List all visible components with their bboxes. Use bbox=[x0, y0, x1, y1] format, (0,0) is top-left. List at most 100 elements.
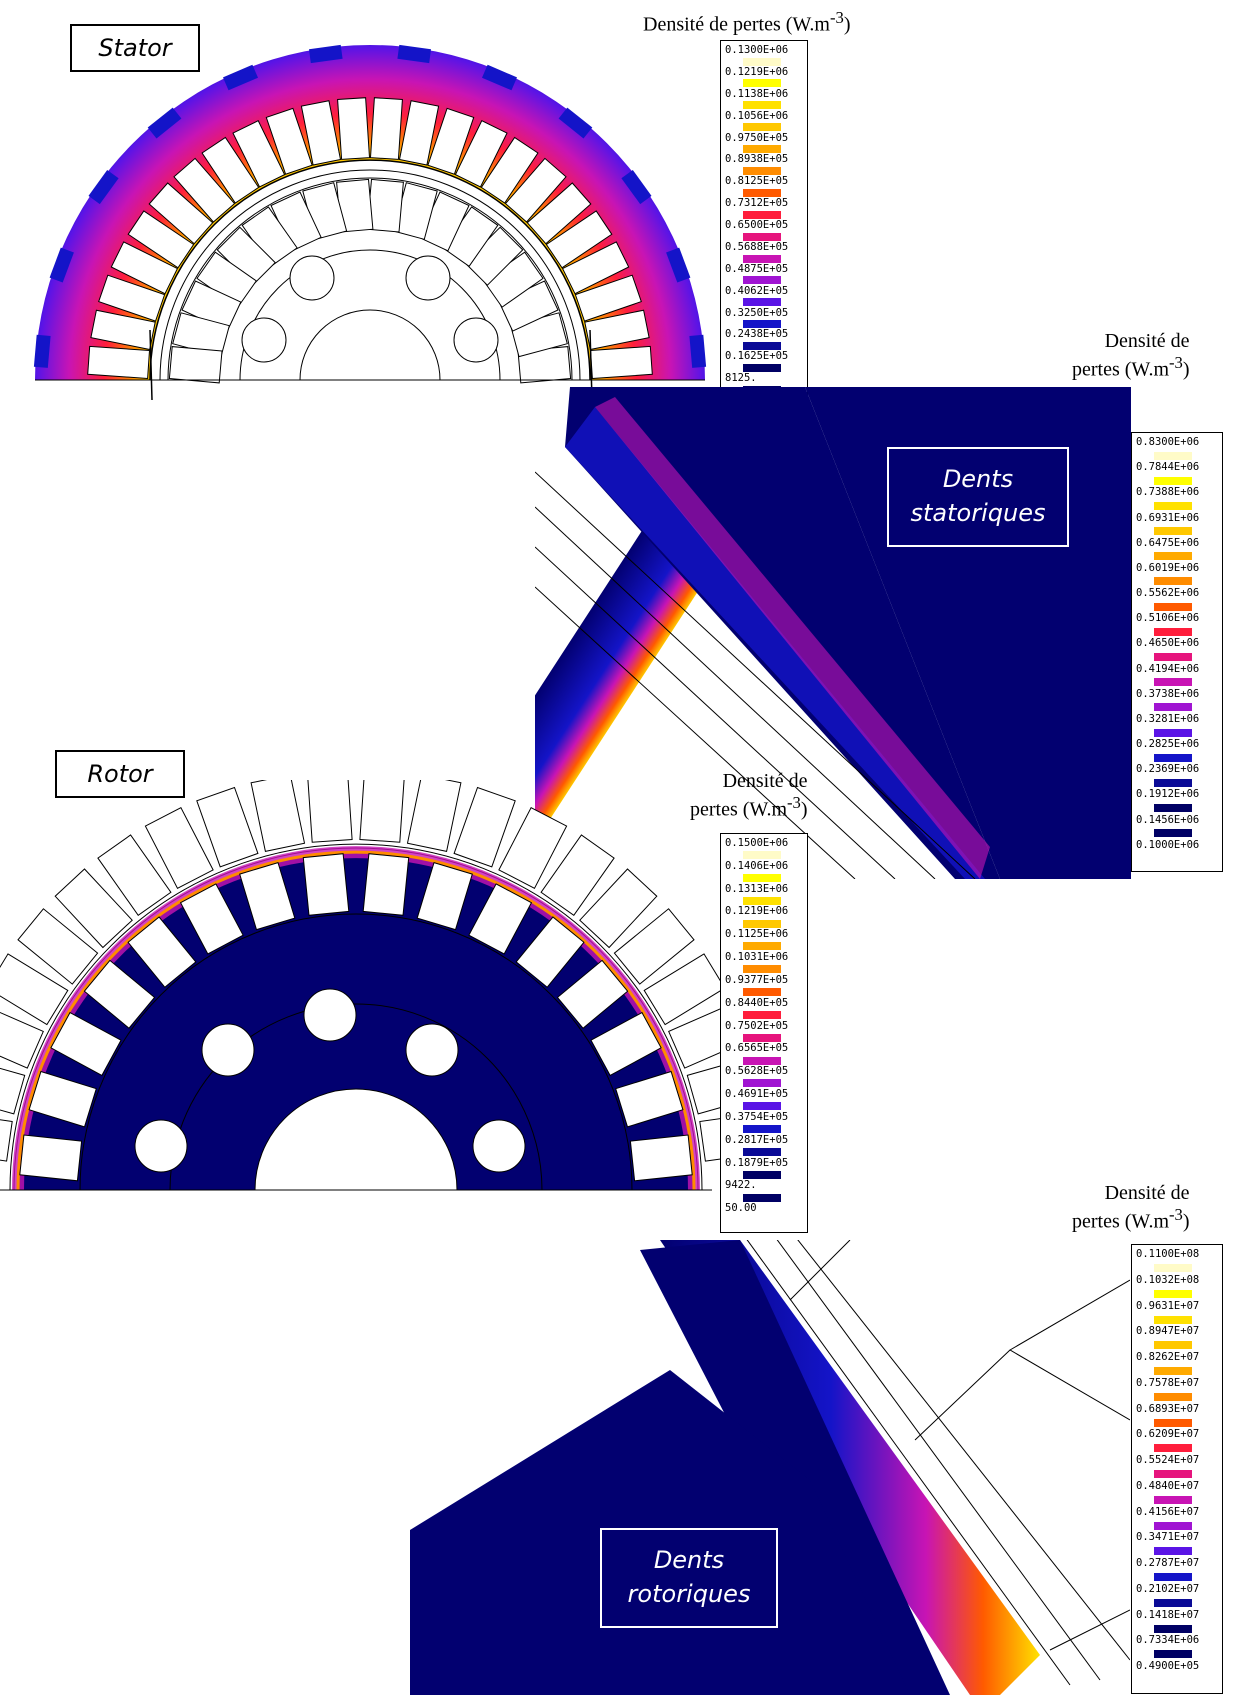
stator-legend-title-text: Densité de pertes (W.m bbox=[643, 13, 830, 36]
legend-swatch bbox=[743, 1102, 781, 1111]
rotor-slot-outline bbox=[418, 191, 470, 252]
legend-value: 0.1138E+06 bbox=[725, 87, 789, 100]
legend-value: 0.4650E+06 bbox=[1136, 637, 1200, 650]
rotor-slot bbox=[362, 853, 410, 916]
legend-swatch bbox=[1154, 778, 1192, 787]
rotor-slot bbox=[416, 861, 473, 931]
legend-value: 0.4156E+07 bbox=[1136, 1505, 1200, 1518]
stator-slot-outline bbox=[579, 868, 658, 949]
rotor-teeth-title: Dents rotoriques bbox=[600, 1528, 778, 1628]
rotor-slot bbox=[83, 959, 156, 1029]
legend-value: 0.1500E+06 bbox=[725, 837, 789, 849]
stator-slot bbox=[584, 309, 650, 351]
legend-swatch bbox=[743, 851, 781, 860]
rotor-panel: Rotor bbox=[0, 750, 760, 1240]
legend-value: 0.1100E+08 bbox=[1136, 1248, 1200, 1260]
stator-slot bbox=[90, 309, 156, 351]
legend-value: 0.8440E+05 bbox=[725, 996, 789, 1009]
legend-value: 0.5562E+06 bbox=[1136, 587, 1200, 600]
rotor-holes bbox=[134, 988, 526, 1173]
stator-teeth-legend-title: Densité de pertes (W.m-3) bbox=[1072, 330, 1190, 382]
stator-slot-outline bbox=[250, 780, 306, 852]
rotor-slot-outline bbox=[336, 178, 374, 233]
rotor-slot bbox=[629, 1134, 693, 1182]
legend-value: 0.7388E+06 bbox=[1136, 486, 1200, 499]
legend-value: 0.1125E+06 bbox=[725, 928, 789, 941]
rotor-slot bbox=[590, 1011, 662, 1077]
stator-notch bbox=[666, 247, 691, 283]
rotor-slot-outline bbox=[498, 280, 559, 332]
legend-swatch bbox=[1154, 728, 1192, 737]
legend-swatch bbox=[1154, 1392, 1192, 1401]
legend-swatch bbox=[743, 320, 781, 329]
stator-slot bbox=[201, 136, 260, 204]
legend-value: 0.7502E+05 bbox=[725, 1019, 789, 1032]
legend-swatch bbox=[1154, 627, 1192, 636]
stator-teeth-title-line1: Dents bbox=[942, 465, 1014, 494]
rotor-hole bbox=[241, 317, 287, 363]
legend-value: 0.6565E+05 bbox=[725, 1042, 789, 1055]
legend-swatch bbox=[1154, 1573, 1192, 1582]
stator-teeth-panel: Dents statoriques bbox=[535, 387, 1131, 879]
legend-swatch bbox=[743, 1079, 781, 1088]
legend-swatch bbox=[1154, 552, 1192, 561]
legend-value: 50.00 bbox=[725, 1202, 757, 1215]
rotor-legend-end: ) bbox=[800, 798, 808, 821]
legend-value: 0.9631E+07 bbox=[1136, 1299, 1200, 1312]
rotor-slot-outline bbox=[464, 226, 524, 286]
stator-slot bbox=[98, 274, 166, 322]
legend-swatch bbox=[1154, 1521, 1192, 1530]
rotor-hole bbox=[303, 988, 357, 1042]
rotor-teeth-legend-line2: pertes (W.m bbox=[1072, 1210, 1170, 1233]
legend-swatch bbox=[1154, 829, 1192, 838]
legend-value: 0.2817E+05 bbox=[725, 1133, 789, 1146]
stator-slot bbox=[589, 345, 653, 380]
legend-swatch bbox=[1154, 703, 1192, 712]
legend-swatch bbox=[743, 254, 781, 263]
stator-panel: Stator Densité de pertes (W.m-3) 0.1300E… bbox=[0, 0, 851, 424]
stator-plot bbox=[33, 44, 707, 401]
stator-slot-outline bbox=[144, 807, 214, 889]
legend-swatch bbox=[1154, 602, 1192, 611]
legend-swatch bbox=[743, 188, 781, 197]
legend-value: 0.8947E+07 bbox=[1136, 1325, 1200, 1338]
legend-swatch bbox=[743, 298, 781, 307]
legend-swatch bbox=[1154, 753, 1192, 762]
legend-swatch bbox=[743, 57, 781, 66]
stator-notch bbox=[33, 334, 51, 368]
legend-value: 0.1456E+06 bbox=[1136, 813, 1200, 826]
stator-slot-outline bbox=[613, 908, 695, 985]
stator-slot bbox=[454, 120, 508, 188]
rotor-hole bbox=[453, 317, 499, 363]
legend-swatch bbox=[743, 1193, 781, 1202]
legend-value: 0.1056E+06 bbox=[725, 109, 789, 122]
legend-value: 0.7334E+06 bbox=[1136, 1634, 1200, 1647]
legend-swatch bbox=[743, 79, 781, 88]
rotor-plot bbox=[0, 780, 760, 1191]
legend-swatch bbox=[1154, 1495, 1192, 1504]
legend-swatch bbox=[1154, 577, 1192, 586]
legend-value: 0.7578E+07 bbox=[1136, 1376, 1200, 1389]
legend-value: 0.4062E+05 bbox=[725, 284, 789, 297]
rotor-teeth-panel: Dents rotoriques bbox=[410, 1240, 1130, 1695]
stator-slot bbox=[504, 157, 567, 223]
legend-swatch bbox=[1154, 501, 1192, 510]
stator-notch bbox=[621, 170, 652, 205]
stator-notch bbox=[49, 247, 74, 283]
legend-value: 0.1031E+06 bbox=[725, 951, 789, 964]
rotor-legend-line1: Densité de bbox=[722, 770, 808, 792]
stator-teeth-plot bbox=[535, 387, 1131, 879]
legend-value: 0.1418E+07 bbox=[1136, 1608, 1200, 1621]
stator-slot bbox=[398, 100, 440, 166]
legend-value: 0.1219E+06 bbox=[725, 65, 789, 78]
stator-slot bbox=[265, 107, 313, 175]
stator-slot-outline bbox=[0, 1067, 26, 1115]
rotor-slots bbox=[19, 853, 693, 1182]
legend-value: 0.8938E+05 bbox=[725, 153, 789, 166]
stator-notch bbox=[397, 44, 431, 64]
stator-slot bbox=[87, 345, 151, 380]
stator-slot bbox=[110, 241, 179, 295]
legend-swatch bbox=[1154, 1315, 1192, 1324]
